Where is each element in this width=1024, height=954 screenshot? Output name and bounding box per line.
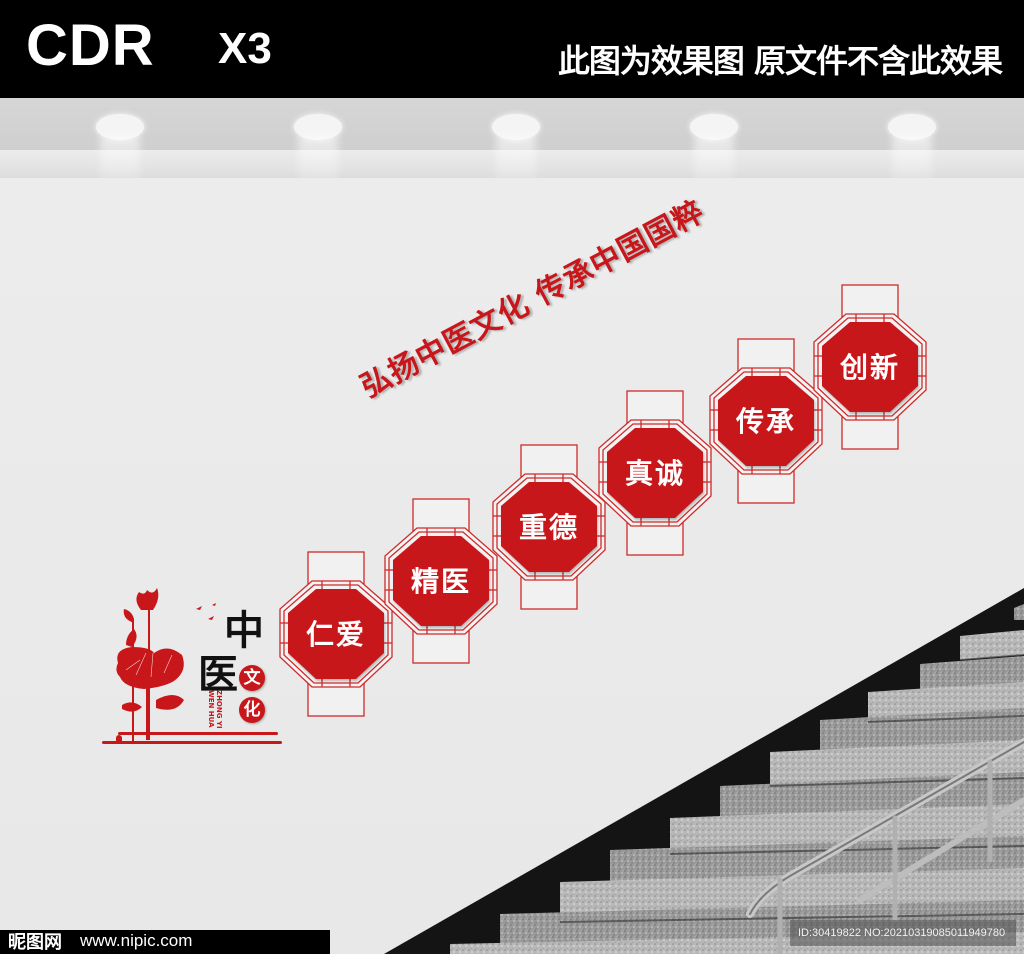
effect-notice: 此图为效果图 原文件不含此效果	[557, 42, 1003, 80]
octagon-sign-icon	[598, 390, 712, 556]
sign-jing-yi: 精医	[383, 498, 499, 664]
format-label: CDR	[26, 13, 155, 78]
sign-label: 真诚	[624, 457, 685, 490]
logo-circle-hua: 化	[239, 697, 265, 723]
pinyin-line-1: ZHONG YI	[215, 690, 223, 729]
sign-zhong-de: 重德	[491, 444, 607, 610]
sign-label: 精医	[410, 565, 471, 598]
sign-chuang-xin: 创新	[812, 284, 928, 450]
watermark-bar	[0, 930, 330, 954]
octagon-sign-icon	[709, 338, 823, 504]
octagon-sign-icon	[384, 498, 498, 664]
image-id-label: ID:30419822 NO:20210319085011949780	[790, 920, 1016, 946]
sign-zhen-cheng: 真诚	[597, 390, 713, 556]
ceiling-light-icon	[294, 114, 342, 140]
sign-label: 重德	[518, 511, 579, 544]
logo-pinyin: ZHONG YI WEN HUA	[207, 690, 223, 729]
logo-circle-wen: 文	[239, 665, 265, 691]
site-url[interactable]: www.nipic.com	[80, 931, 193, 950]
ceiling-light-icon	[96, 114, 144, 140]
sign-ren-ai: 仁爱	[278, 551, 394, 717]
logo-char-yi: 医	[198, 651, 238, 698]
header-bar: CDR X3 此图为效果图 原文件不含此效果	[0, 0, 1024, 98]
version-label: X3	[218, 24, 272, 73]
octagon-sign-icon	[492, 444, 606, 610]
logo-char-zhong: 中	[224, 607, 264, 654]
site-logo: 昵图网	[8, 932, 62, 953]
sign-label: 仁爱	[305, 618, 366, 651]
ceiling-light-icon	[690, 114, 738, 140]
lotus-icon	[102, 588, 282, 744]
sign-label: 创新	[839, 351, 900, 384]
sign-chuan-cheng: 传承	[708, 338, 824, 504]
sign-label: 传承	[735, 405, 796, 438]
octagon-sign-icon	[279, 551, 393, 717]
ceiling-light-icon	[492, 114, 540, 140]
pinyin-line-2: WEN HUA	[207, 690, 215, 728]
octagon-sign-icon	[813, 284, 927, 450]
ceiling-light-icon	[888, 114, 936, 140]
